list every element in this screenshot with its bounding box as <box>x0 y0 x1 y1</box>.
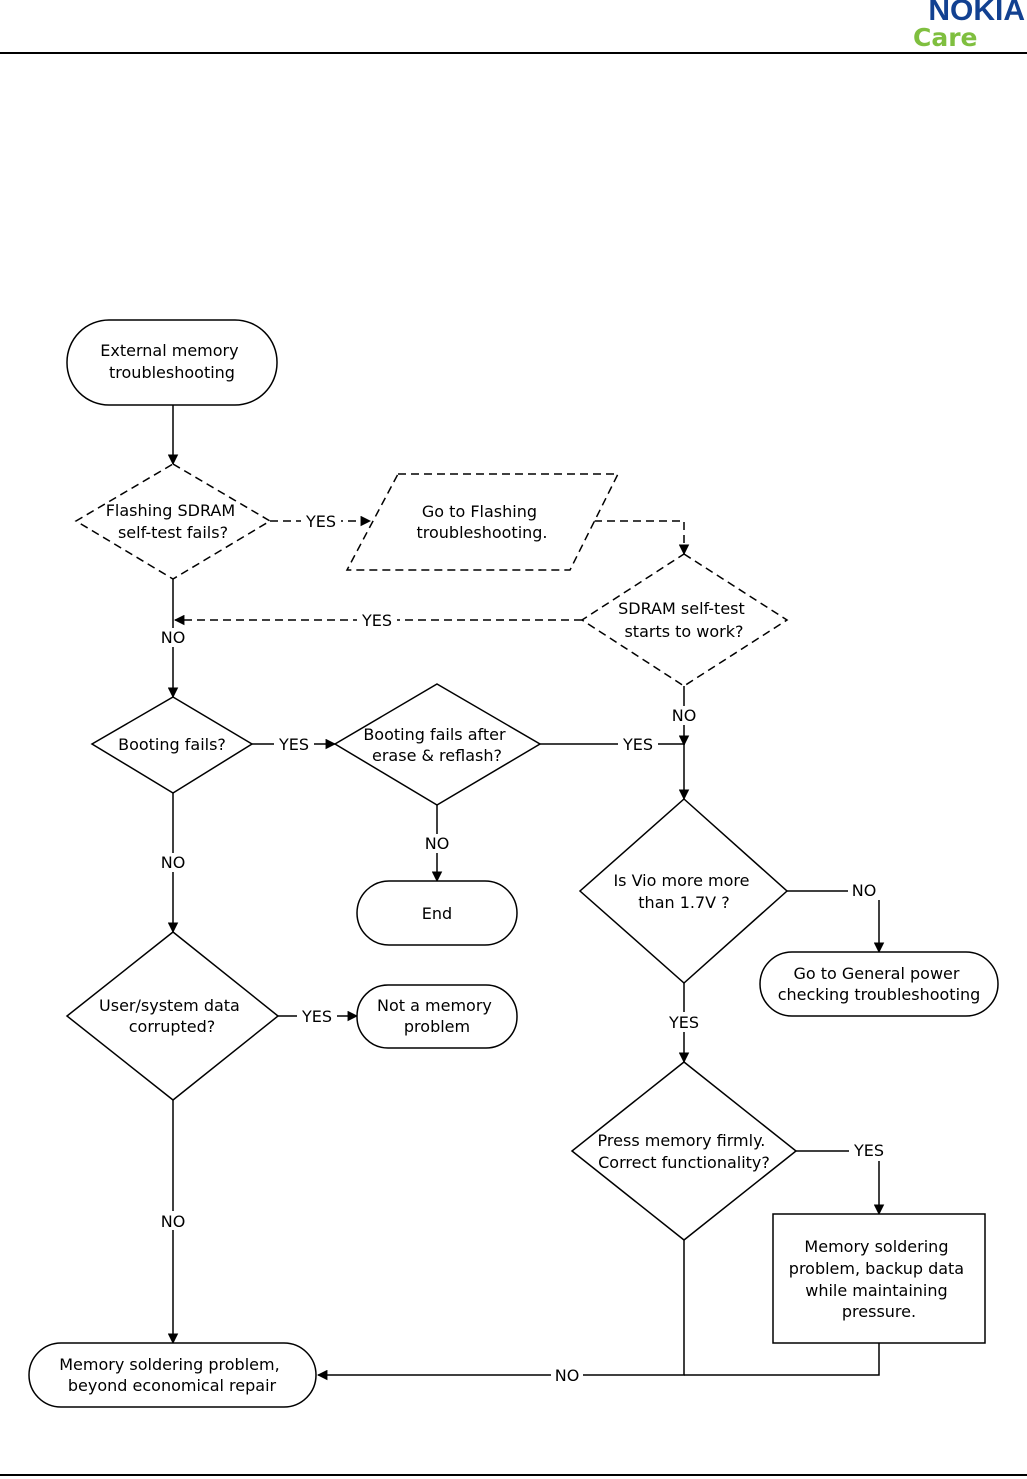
solder-backup-text: Memory soldering problem, backup data wh… <box>789 1237 969 1321</box>
label-press-no: NO <box>555 1366 580 1385</box>
userdata-text: User/system data corrupted? <box>99 996 245 1036</box>
booting-decision <box>90 696 254 794</box>
label-boot-no: NO <box>161 853 186 872</box>
node-texts: External memory troubleshooting Flashing… <box>59 341 980 1395</box>
edge-solder-merge <box>684 1343 880 1376</box>
edge-flashing-to-sdram <box>594 520 690 556</box>
label-sdram-yes: YES <box>361 611 392 630</box>
label-userdata-yes: YES <box>301 1007 332 1026</box>
label-vio-no: NO <box>852 881 877 900</box>
general-power-text: Go to General power checking troubleshoo… <box>778 964 981 1004</box>
solder-backup-process <box>772 1213 986 1344</box>
boot-reflash-decision <box>333 683 542 806</box>
sdram-works-text: SDRAM self-test starts to work? <box>618 599 750 641</box>
vio-text: Is Vio more more than 1.7V ? <box>613 871 754 912</box>
userdata-decision <box>65 931 280 1101</box>
label-reflash-yes: YES <box>622 735 653 754</box>
label-boot-yes: YES <box>278 735 309 754</box>
edge-labels: YES YES NO YES NO YES NO NO NO YES YES Y… <box>157 511 889 1385</box>
label-vio-yes: YES <box>668 1013 699 1032</box>
label-flash-yes: YES <box>305 512 336 531</box>
brand-subtitle: Care <box>913 23 978 52</box>
label-press-yes: YES <box>853 1141 884 1160</box>
edge-press-no <box>316 1240 685 1381</box>
nodes <box>28 319 999 1408</box>
brand-wordmark: NOKIA <box>928 0 1025 27</box>
press-memory-decision <box>570 1061 798 1241</box>
not-memory-text: Not a memory problem <box>377 996 497 1036</box>
start-text: External memory troubleshooting <box>100 341 243 382</box>
edge-reflash-yes <box>540 743 690 801</box>
flashing-io-text: Go to Flashing troubleshooting. <box>416 502 547 542</box>
sdram-works-decision <box>580 553 789 687</box>
start-terminator <box>66 319 278 406</box>
edge-vio-no <box>787 890 885 954</box>
end-terminator <box>356 880 518 946</box>
label-flash-no: NO <box>161 628 186 647</box>
label-sdram-no: NO <box>672 706 697 725</box>
end-text: End <box>422 904 452 923</box>
general-power-terminator <box>759 951 999 1017</box>
booting-text: Booting fails? <box>118 735 226 754</box>
nokia-care-logo: NOKIA Care <box>885 0 1025 52</box>
header-divider <box>0 52 1027 54</box>
flashing-io-shape <box>345 473 620 571</box>
flash-sdram-decision <box>74 463 272 580</box>
ber-terminator <box>28 1342 317 1408</box>
label-reflash-no: NO <box>425 834 450 853</box>
boot-reflash-text: Booting fails after erase & reflash? <box>363 725 510 765</box>
footer-divider <box>0 1474 1027 1476</box>
flash-sdram-text: Flashing SDRAM self-test fails? <box>106 501 241 542</box>
vio-decision <box>578 797 789 985</box>
label-userdata-no: NO <box>161 1212 186 1231</box>
ber-text: Memory soldering problem, beyond economi… <box>59 1355 285 1395</box>
press-memory-text: Press memory firmly. Correct functionali… <box>598 1131 771 1172</box>
not-memory-terminator <box>356 984 518 1049</box>
